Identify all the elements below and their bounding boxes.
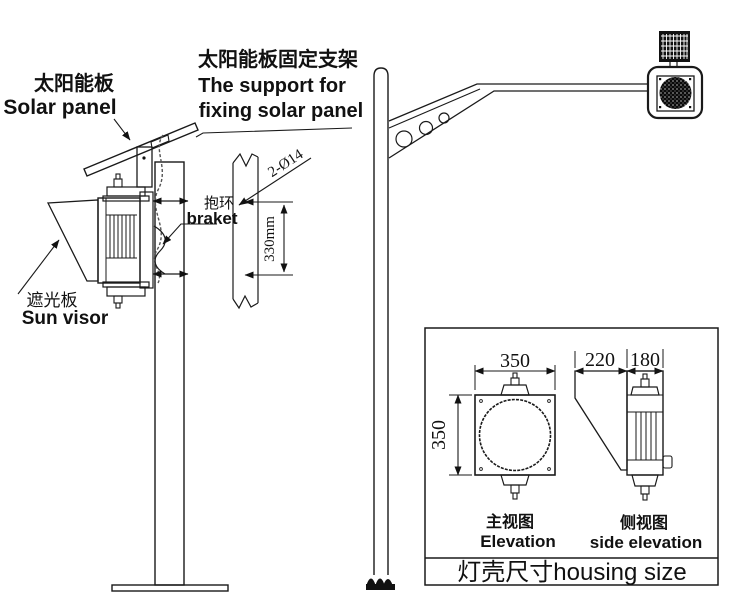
band-bracket-curve xyxy=(153,225,166,275)
housing-size-box xyxy=(424,327,719,586)
side-visor-shape xyxy=(574,370,628,471)
left-pole-base-plate xyxy=(111,584,229,592)
front-view-drawing xyxy=(449,365,556,500)
pole-base xyxy=(366,584,395,590)
left-pole-assembly xyxy=(46,122,229,592)
label-bracket-zh: 抱环 xyxy=(204,195,234,212)
signal-head-front xyxy=(646,31,704,120)
solar-cable xyxy=(153,134,164,284)
dim-holes: 2-Ø14 xyxy=(265,146,306,181)
detail-box-border xyxy=(424,327,719,586)
dim-350-height: 350 xyxy=(428,420,450,450)
box-title: 灯壳尺寸housing size xyxy=(457,559,686,586)
leader-2d14 xyxy=(238,157,312,206)
lamp-housing-side xyxy=(97,197,141,284)
arm-top-edge xyxy=(388,83,648,122)
gusset-hole-1 xyxy=(395,130,413,148)
label-side-view-en: side elevation xyxy=(590,533,702,552)
solar-panel xyxy=(83,122,199,177)
sun-visor-shape xyxy=(46,199,99,282)
arm-bottom-edge xyxy=(388,90,648,159)
leader-sun-visor xyxy=(17,239,60,295)
dim-220: 220 xyxy=(585,349,615,371)
side-view-drawing xyxy=(574,349,673,501)
label-support-zh: 太阳能板固定支架 xyxy=(198,47,358,71)
leader-support xyxy=(195,127,353,138)
mount-plate xyxy=(139,191,154,289)
label-sun-visor-en: Sun visor xyxy=(22,308,109,329)
label-sun-visor-zh: 遮光板 xyxy=(27,291,78,310)
bracket-bolt xyxy=(142,156,146,160)
gusset-hole-3 xyxy=(438,112,450,124)
label-solar-panel-zh: 太阳能板 xyxy=(34,71,115,95)
gusset-hole-2 xyxy=(418,120,434,136)
label-side-view-zh: 侧视图 xyxy=(620,513,668,532)
signal-inner-frame xyxy=(656,75,695,112)
label-front-view-en: Elevation xyxy=(480,532,556,551)
leader-braket xyxy=(162,223,217,245)
label-bracket-en: braket xyxy=(186,209,237,228)
front-lens-circle xyxy=(478,398,552,472)
housing-ribs xyxy=(109,215,135,258)
mini-panel-grid xyxy=(661,34,688,59)
signal-housing xyxy=(646,65,704,120)
main-pole-assembly xyxy=(366,67,648,590)
leader-solar-panel xyxy=(113,118,131,141)
dim-330mm: 330mm xyxy=(262,216,278,262)
main-pole xyxy=(373,67,389,575)
dim-180: 180 xyxy=(630,349,660,371)
label-support-en2: fixing solar panel xyxy=(199,100,363,122)
band-bracket-detail xyxy=(232,152,312,310)
label-support-en1: The support for xyxy=(198,75,346,97)
panel-support-bracket xyxy=(136,146,153,188)
dim-350-width: 350 xyxy=(500,350,530,372)
label-solar-panel-en: Solar panel xyxy=(3,96,116,119)
solar-panel-strut xyxy=(150,134,170,149)
label-front-view-zh: 主视图 xyxy=(486,512,534,531)
